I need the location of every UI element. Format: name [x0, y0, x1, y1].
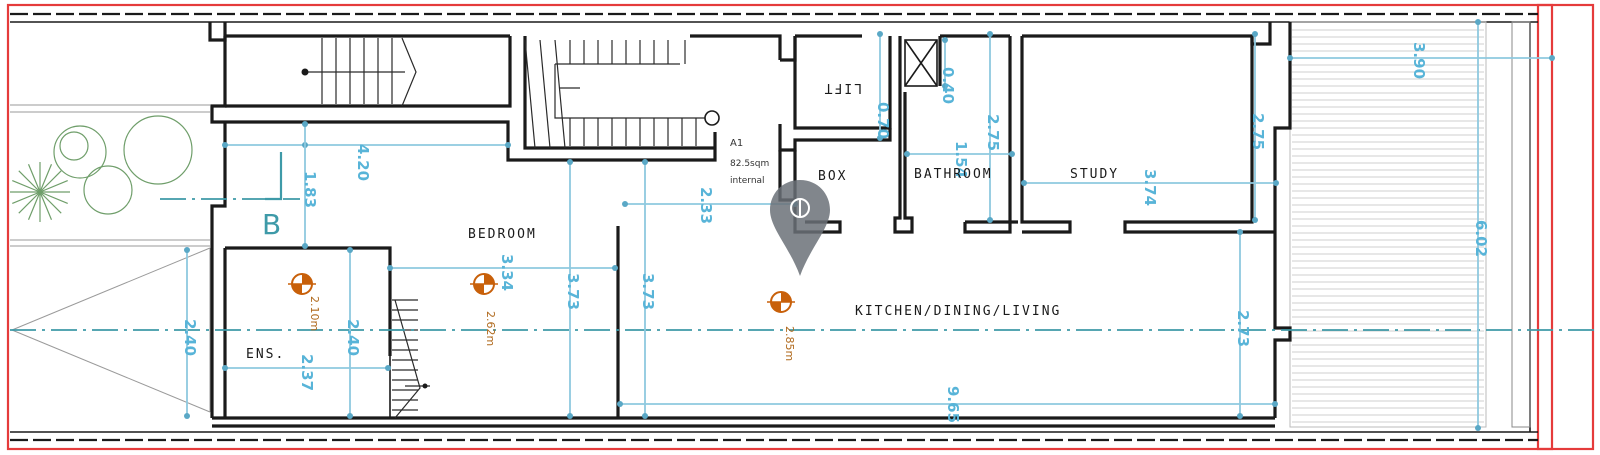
map-pin-icon[interactable]: [770, 180, 830, 276]
ceiling-height-icon: [288, 273, 316, 295]
unit-annotation: A1 82.5sqm internal: [730, 138, 769, 186]
dim-1-54: 1.54: [952, 141, 970, 178]
unit-name: A1: [730, 138, 743, 149]
ceiling-height-ensuite: 2.10m: [308, 296, 321, 331]
room-label-bathroom: BATHROOM: [914, 167, 993, 182]
ceiling-height-markers: 2.10m 2.62m 2.85m: [288, 273, 796, 361]
unit-area: 82.5sqm: [730, 159, 769, 169]
room-label-box: BOX: [818, 169, 847, 184]
plant-symbols: [10, 115, 193, 222]
dim-2-33: 2.33: [697, 187, 715, 224]
room-label-kitchen: KITCHEN/DINING/LIVING: [855, 304, 1061, 319]
room-label-ensuite: ENS.: [246, 347, 285, 362]
dim-6-02: 6.02: [1472, 220, 1490, 257]
dim-3-90: 3.90: [1410, 42, 1428, 79]
dim-2-37: 2.37: [298, 354, 316, 391]
section-marker-label: B: [262, 208, 281, 241]
dim-2-40-inner: 2.40: [344, 319, 362, 356]
dim-2-73: 2.73: [1234, 310, 1252, 347]
ceiling-height-kitchen: 2.85m: [783, 326, 796, 361]
ceiling-height-icon: [767, 291, 795, 313]
ceiling-height-icon: [470, 273, 498, 295]
dimension-labels: 4.20 1.83 3.34 3.73 3.73 2.33 2.40 2.40 …: [181, 42, 1490, 423]
courtyard: [10, 104, 211, 413]
staircase-left: [301, 37, 417, 107]
dim-3-34: 3.34: [498, 254, 516, 291]
ceiling-height-bedroom: 2.62m: [484, 311, 497, 346]
dim-3-73-a: 3.73: [564, 273, 582, 310]
dim-0-70: 0.70: [874, 102, 892, 139]
site-boundary: [6, 3, 1595, 451]
walls: [208, 22, 1292, 428]
dim-3-73-b: 3.73: [639, 273, 657, 310]
dim-1-83: 1.83: [301, 171, 319, 208]
room-label-lift: LIFT: [823, 80, 862, 95]
unit-area-note: internal: [730, 176, 765, 186]
terrace-hatch: [1289, 21, 1531, 428]
room-labels: BEDROOM ENS. BOX BATHROOM STUDY KITCHEN/…: [246, 80, 1119, 362]
dim-2-75-bath: 2.75: [984, 114, 1002, 151]
section-marker: B: [160, 152, 300, 241]
dim-4-20: 4.20: [354, 144, 372, 181]
room-label-study: STUDY: [1070, 167, 1119, 182]
dim-2-75-study: 2.75: [1249, 113, 1267, 150]
dim-3-74: 3.74: [1141, 169, 1159, 206]
dim-0-40: 0.40: [939, 67, 957, 104]
dim-9-65: 9.65: [944, 386, 962, 423]
dim-2-40-left: 2.40: [181, 319, 199, 356]
staircase-right: [524, 39, 720, 149]
staircase-ensuite: [392, 299, 430, 419]
room-label-bedroom: BEDROOM: [468, 227, 537, 242]
dimension-lines: [184, 19, 1555, 431]
